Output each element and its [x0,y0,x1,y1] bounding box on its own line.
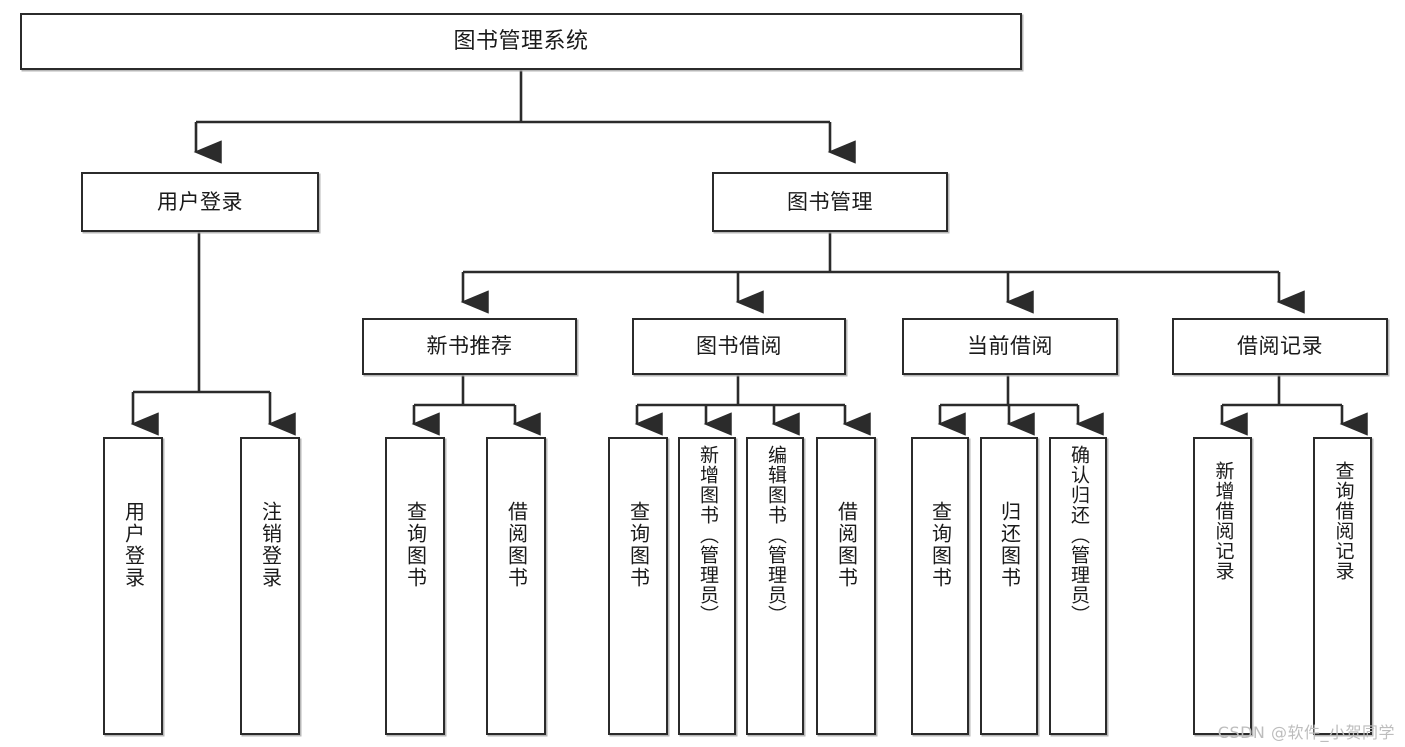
leaf-user-logout[interactable]: 注销登录 [240,437,300,735]
node-book-borrow[interactable]: 图书借阅 [632,318,846,375]
leaf-query-book-current[interactable]: 查询图书 [911,437,969,735]
node-label: 编辑图书（管理员） [764,445,787,625]
leaf-add-book[interactable]: 新增图书（管理员） [678,437,736,735]
leaf-edit-book[interactable]: 编辑图书（管理员） [746,437,804,735]
leaf-return-book[interactable]: 归还图书 [980,437,1038,735]
node-label: 当前借阅 [967,334,1053,359]
watermark: CSDN @软件_小贺同学 [1217,723,1395,742]
node-label: 查询借阅记录 [1332,461,1355,581]
node-label: 查询图书 [403,501,428,589]
node-book-manage[interactable]: 图书管理 [712,172,948,232]
node-label: 借阅图书 [834,501,859,589]
node-current-borrow[interactable]: 当前借阅 [902,318,1118,375]
node-label: 新增借阅记录 [1212,461,1235,581]
node-label: 新增图书（管理员） [696,445,719,625]
leaf-query-book-recommend[interactable]: 查询图书 [385,437,445,735]
node-label: 确认归还（管理员） [1067,445,1090,625]
node-label: 新书推荐 [426,334,513,359]
node-label: 图书借阅 [696,334,782,359]
leaf-query-book-borrow[interactable]: 查询图书 [608,437,668,735]
node-label: 查询图书 [626,501,651,589]
node-label: 归还图书 [997,501,1022,589]
node-label: 注销登录 [258,501,283,589]
node-new-book-recommend[interactable]: 新书推荐 [362,318,577,375]
node-label: 图书管理 [787,189,873,214]
node-label: 用户登录 [157,189,243,214]
leaf-user-login[interactable]: 用户登录 [103,437,163,735]
node-label: 借阅记录 [1237,334,1323,359]
leaf-borrow-book-borrow[interactable]: 借阅图书 [816,437,876,735]
node-label: 用户登录 [121,501,146,589]
node-label: 借阅图书 [504,501,529,589]
node-user-login[interactable]: 用户登录 [81,172,319,232]
node-root-system[interactable]: 图书管理系统 [20,13,1022,70]
node-label: 图书管理系统 [453,28,589,54]
leaf-query-borrow-record[interactable]: 查询借阅记录 [1313,437,1372,735]
leaf-add-borrow-record[interactable]: 新增借阅记录 [1193,437,1252,735]
node-label: 查询图书 [928,501,953,589]
leaf-confirm-return[interactable]: 确认归还（管理员） [1049,437,1107,735]
node-borrow-record[interactable]: 借阅记录 [1172,318,1388,375]
leaf-borrow-book-recommend[interactable]: 借阅图书 [486,437,546,735]
